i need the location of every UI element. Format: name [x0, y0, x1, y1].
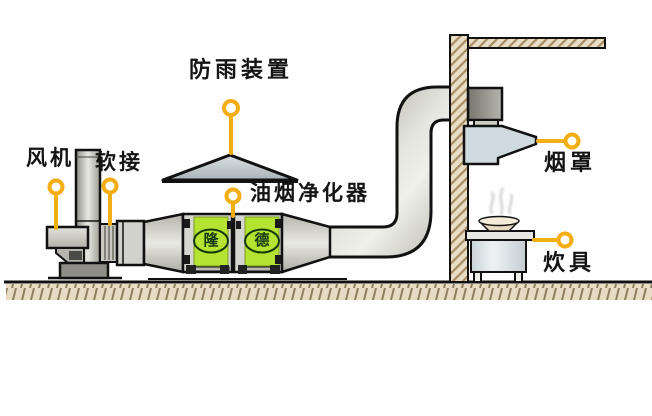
cooker-body [470, 239, 527, 273]
label-rain-cover: 防雨装置 [189, 57, 294, 82]
label-cooker: 炊具 [543, 250, 596, 275]
duct-cone-left [142, 212, 185, 274]
callout-circle-purifier [224, 187, 242, 205]
fan-motor-core [69, 251, 82, 260]
hood-canopy [462, 124, 538, 166]
cooker-leg-right [514, 271, 523, 283]
callout-circle-cooker [556, 231, 574, 249]
rain-cap [161, 153, 299, 182]
label-purifier: 油烟净化器 [250, 181, 370, 205]
ceiling [467, 37, 606, 49]
main-duct [326, 85, 470, 259]
purifier-panel-right [244, 216, 280, 267]
purifier-oval-right [244, 228, 280, 254]
plenum-box [466, 86, 504, 122]
fan-base [58, 261, 110, 280]
purifier-feet [186, 265, 280, 274]
callout-circles [47, 99, 581, 249]
duct-cone-right [280, 212, 332, 274]
bowl-rim [478, 215, 520, 227]
callout-circle-hood [563, 132, 581, 150]
label-fan: 风机 [26, 146, 74, 170]
cooker-leg-left [473, 271, 482, 283]
fan-housing [45, 225, 90, 250]
callout-circle-fan [47, 178, 65, 196]
label-hood: 烟罩 [544, 150, 597, 175]
purifier-latches [184, 219, 281, 264]
purifier-char-right: 德 [254, 233, 270, 249]
purifier-oval-left [193, 228, 229, 254]
label-soft-connector: 软接 [95, 150, 143, 174]
ground-hatch [6, 284, 652, 300]
inlet-duct [115, 219, 146, 267]
callout-circle-soft [101, 177, 119, 195]
callout-lines [54, 114, 565, 242]
callout-circle-rain [222, 99, 240, 117]
purifier-char-left: 隆 [203, 233, 219, 249]
steam [489, 187, 513, 216]
cooker-top [465, 230, 535, 241]
